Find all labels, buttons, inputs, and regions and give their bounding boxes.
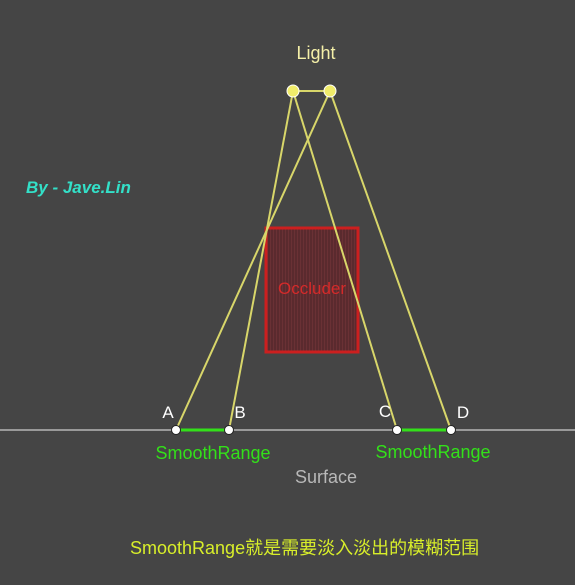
point-c-label: C	[379, 402, 391, 421]
light-point-left	[286, 84, 300, 98]
point-a-label: A	[162, 403, 174, 422]
occluder-box	[264, 226, 360, 354]
light-label: Light	[296, 43, 335, 63]
ray-left-light-to-c	[292, 90, 398, 431]
point-b	[224, 425, 234, 435]
occluder-label: Occluder	[278, 279, 346, 298]
point-b-label: B	[234, 403, 245, 422]
point-d-label: D	[457, 403, 469, 422]
ray-right-light-to-d	[329, 90, 452, 431]
ray-right-light-to-a	[175, 90, 331, 431]
author-label: By - Jave.Lin	[26, 178, 131, 197]
caption: SmoothRange就是需要淡入淡出的模糊范围	[130, 538, 479, 558]
smooth-range-label-left: SmoothRange	[155, 443, 270, 463]
light-point-right	[323, 84, 337, 98]
surface-label: Surface	[295, 467, 357, 487]
smooth-range-label-right: SmoothRange	[375, 442, 490, 462]
ray-left-light-to-b	[228, 90, 294, 431]
point-a	[171, 425, 181, 435]
point-c	[392, 425, 402, 435]
point-d	[446, 425, 456, 435]
